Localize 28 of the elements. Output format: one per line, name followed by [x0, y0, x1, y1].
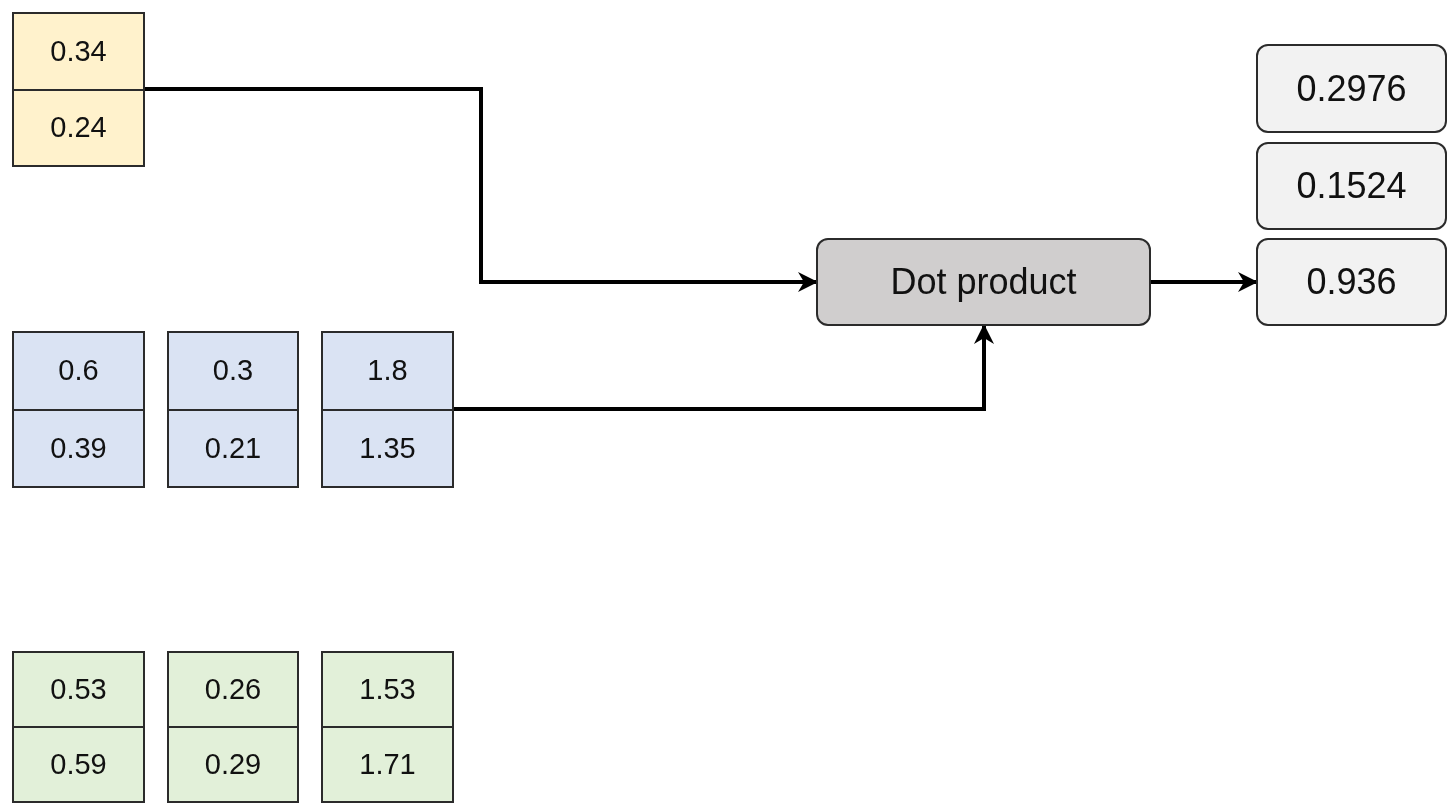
- arrow: [145, 87, 818, 292]
- vector-column: [12, 331, 145, 488]
- value-cell: 1.35: [323, 408, 452, 486]
- vector-column: [12, 651, 145, 803]
- vector-column: [167, 331, 299, 488]
- vector-column: [321, 331, 454, 488]
- value-cell-text: 1.8: [366, 353, 409, 389]
- value-cell: 0.29: [169, 726, 297, 801]
- value-cell-text: 0.26: [203, 672, 263, 707]
- arrow: [454, 324, 994, 411]
- vector-column: [321, 651, 454, 803]
- output-value-box: 0.2976: [1256, 44, 1447, 133]
- value-cell-text: 1.53: [358, 672, 417, 707]
- value-cell: 0.21: [169, 408, 297, 486]
- vector-column: [167, 651, 299, 803]
- value-cell-text: 0.6: [57, 353, 100, 389]
- arrow: [1151, 272, 1258, 292]
- value-cell: 0.39: [14, 408, 143, 486]
- vector-column: [12, 12, 145, 167]
- value-cell: 0.24: [14, 88, 143, 165]
- operation-box: Dot product: [816, 238, 1151, 326]
- output-value-box: 0.936: [1256, 238, 1447, 326]
- value-cell: 0.59: [14, 726, 143, 801]
- output-value-box: 0.1524: [1256, 142, 1447, 230]
- value-cell: 1.71: [323, 726, 452, 801]
- value-cell-text: 0.53: [49, 672, 108, 707]
- value-cell-text: 0.34: [49, 33, 108, 69]
- value-cell-text: 0.3: [211, 353, 255, 389]
